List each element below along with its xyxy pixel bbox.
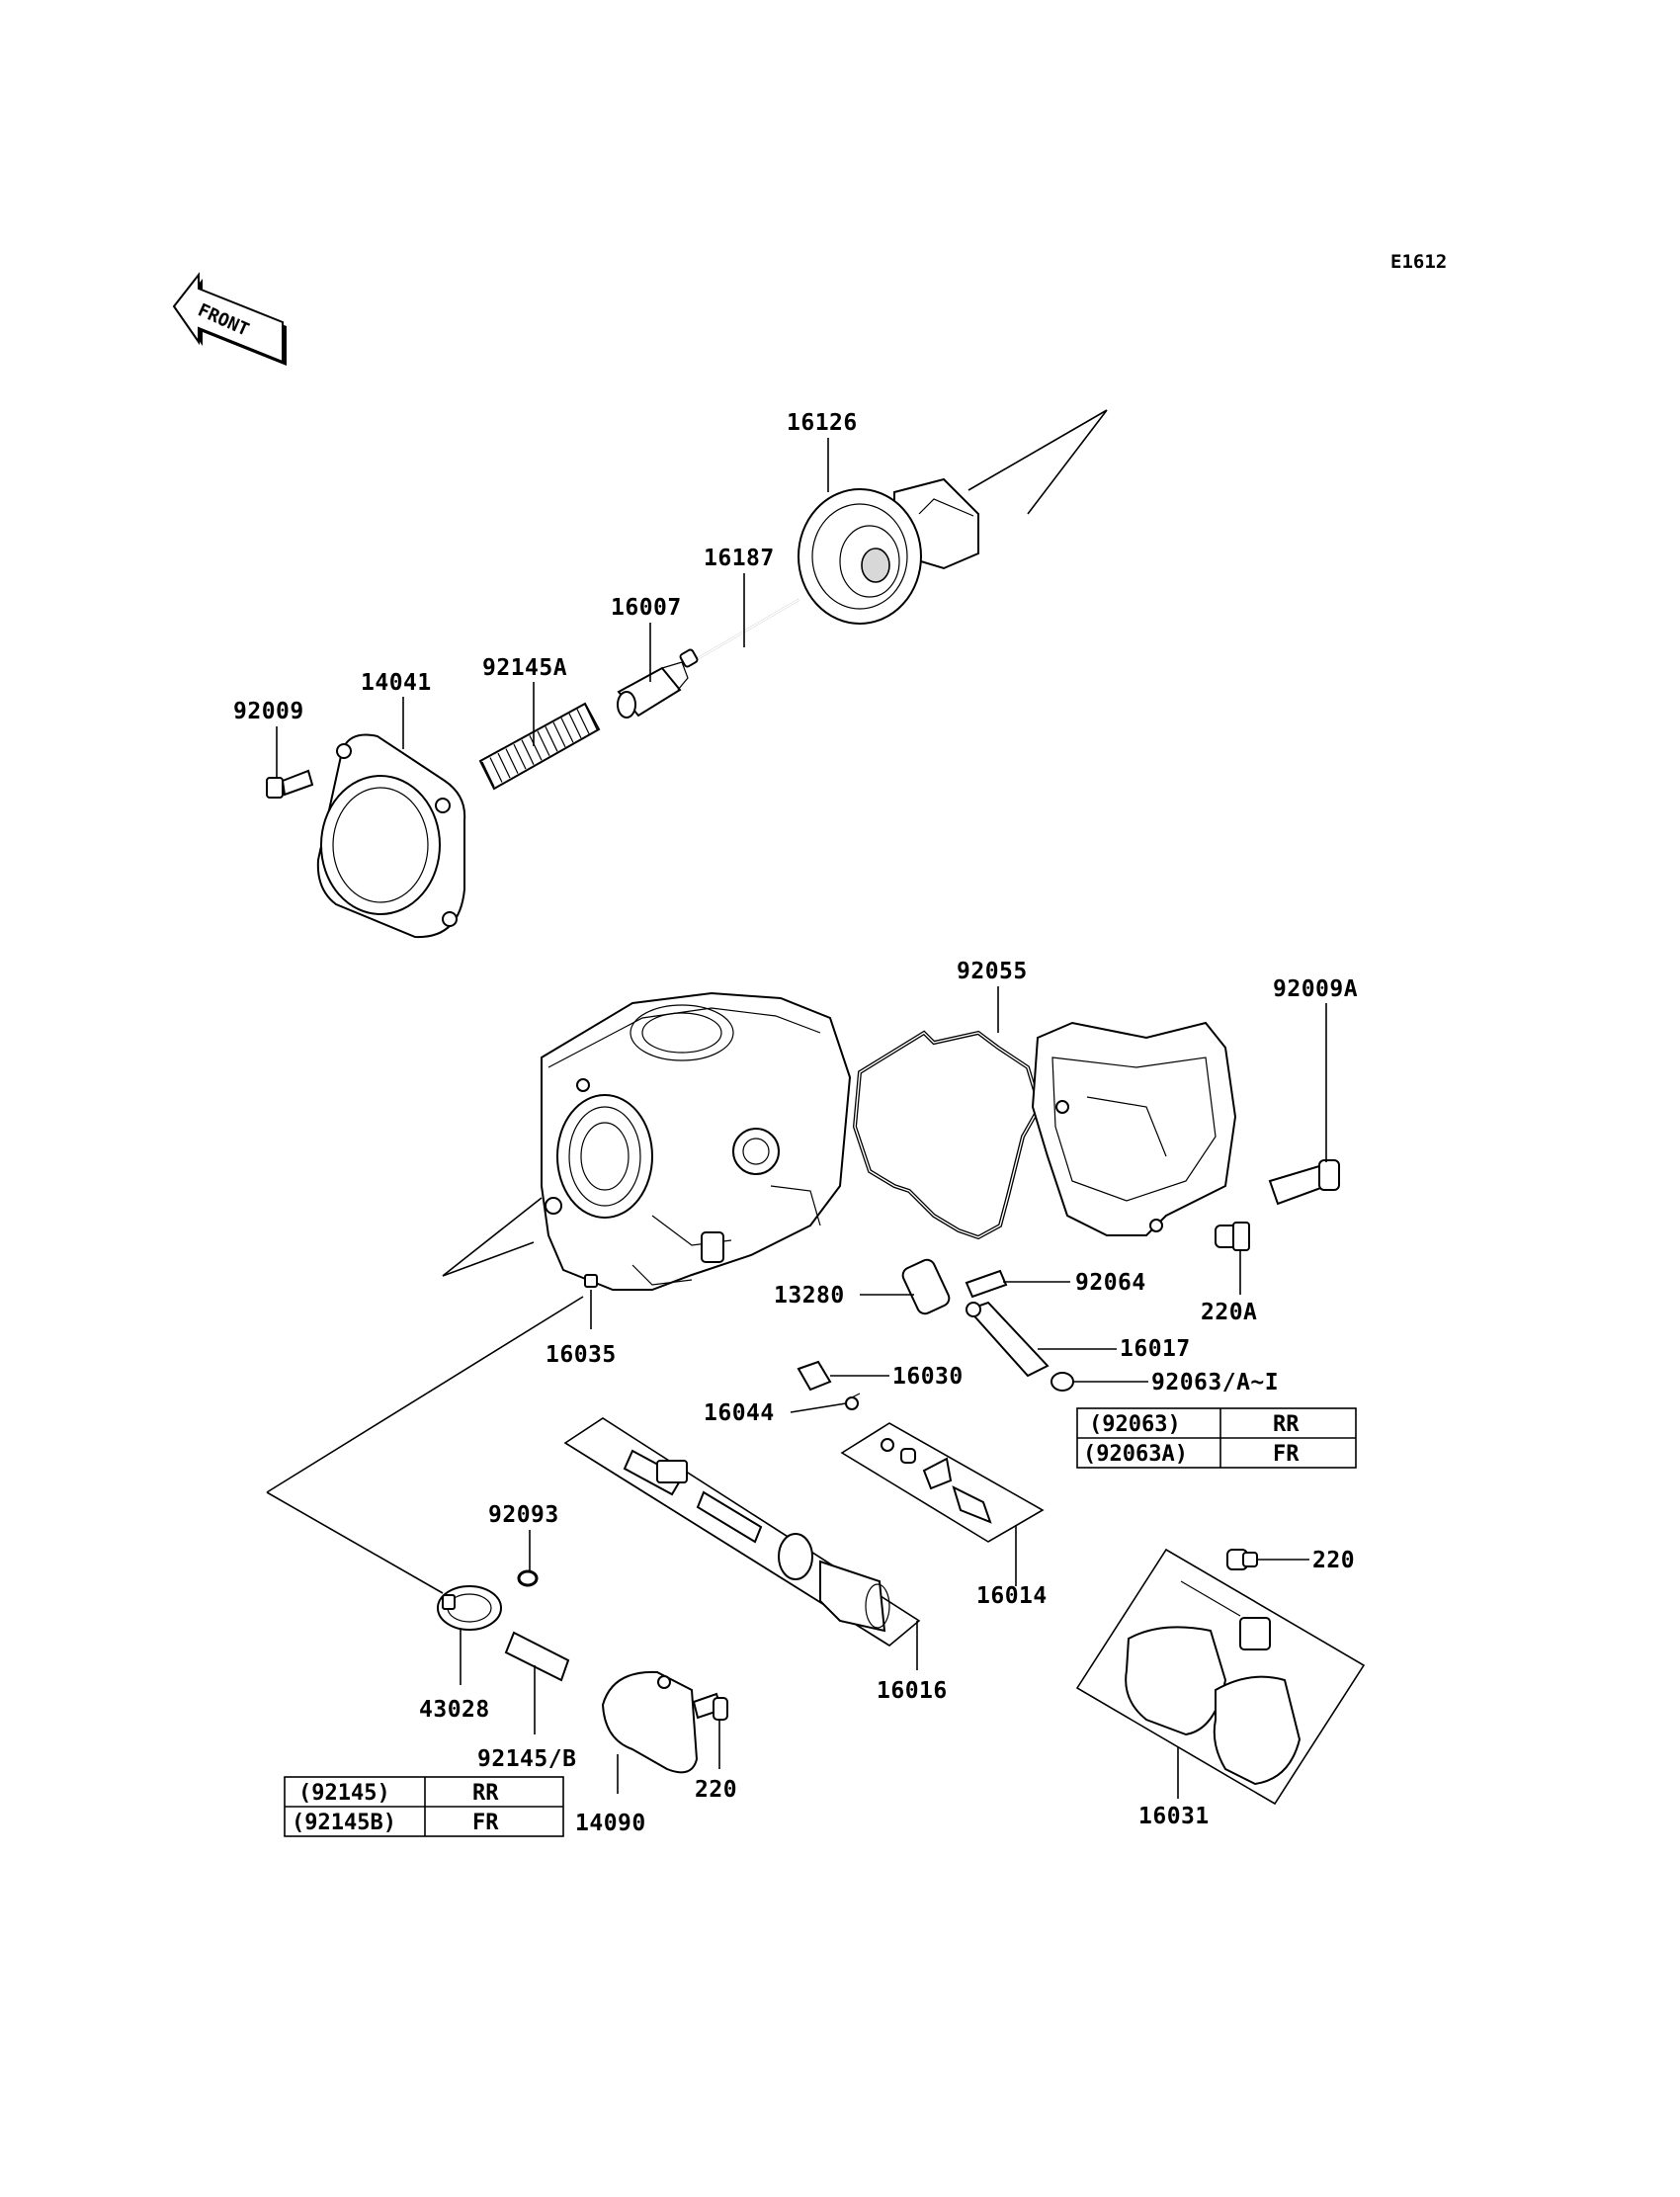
label-16035: 16035 bbox=[546, 1342, 617, 1368]
label-92009: 92009 bbox=[233, 699, 304, 724]
label-16007: 16007 bbox=[611, 595, 682, 621]
table-92145-row2-part: (92145B) bbox=[292, 1811, 396, 1835]
label-16030: 16030 bbox=[892, 1364, 964, 1390]
front-arrow-icon: FRONT bbox=[172, 272, 287, 366]
label-92145A: 92145A bbox=[482, 655, 567, 681]
part-220-right-icon bbox=[1226, 1549, 1258, 1570]
label-92063: 92063/A~I bbox=[1151, 1370, 1279, 1395]
label-13280: 13280 bbox=[774, 1283, 845, 1309]
label-16126: 16126 bbox=[787, 410, 858, 436]
leader-lines bbox=[276, 438, 1327, 1794]
table-92063-row1-position: RR bbox=[1273, 1412, 1300, 1437]
label-16031: 16031 bbox=[1138, 1804, 1210, 1829]
table-92145-row1-part: (92145) bbox=[298, 1781, 390, 1806]
carburetor-body-icon bbox=[442, 991, 852, 1291]
float-bowl-icon bbox=[1031, 1021, 1237, 1236]
label-16017: 16017 bbox=[1120, 1336, 1191, 1362]
part-16017-icon bbox=[966, 1301, 1050, 1378]
part-92055-icon bbox=[852, 1030, 1043, 1240]
part-92145A-icon bbox=[478, 702, 601, 791]
part-16014-group-icon bbox=[840, 1422, 1045, 1586]
table-92063: (92063) RR (92063A) FR bbox=[1076, 1407, 1357, 1469]
label-92145B: 92145/B bbox=[477, 1746, 576, 1772]
part-92009A-icon bbox=[1268, 1159, 1340, 1206]
label-92055: 92055 bbox=[957, 959, 1028, 984]
part-16016-group-icon bbox=[563, 1417, 921, 1670]
table-92145-row1-position: RR bbox=[472, 1781, 499, 1806]
label-92093: 92093 bbox=[488, 1502, 559, 1528]
part-14041-icon bbox=[316, 733, 466, 939]
part-16126-icon bbox=[798, 409, 1108, 625]
part-220-bottom-icon bbox=[692, 1692, 728, 1721]
table-92145: (92145) RR (92145B) FR bbox=[284, 1776, 564, 1837]
part-16187-icon bbox=[679, 599, 799, 668]
part-92093-icon bbox=[517, 1569, 539, 1587]
label-43028: 43028 bbox=[419, 1697, 490, 1723]
part-16035-icon bbox=[584, 1274, 598, 1288]
label-16014: 16014 bbox=[976, 1583, 1048, 1609]
label-16044: 16044 bbox=[704, 1400, 775, 1426]
label-220A: 220A bbox=[1201, 1300, 1257, 1325]
part-13280-icon bbox=[901, 1258, 951, 1315]
part-14090-icon bbox=[601, 1670, 699, 1774]
part-16031-group-icon bbox=[1075, 1548, 1366, 1806]
label-220-right: 220 bbox=[1312, 1548, 1355, 1573]
part-92064-icon bbox=[965, 1269, 1008, 1299]
label-14041: 14041 bbox=[361, 670, 432, 696]
table-92063-row2-part: (92063A) bbox=[1083, 1442, 1188, 1467]
part-43028-icon bbox=[266, 1296, 584, 1631]
label-14090: 14090 bbox=[575, 1811, 646, 1836]
table-92145-row2-position: FR bbox=[472, 1811, 499, 1835]
label-16016: 16016 bbox=[877, 1678, 948, 1704]
label-16187: 16187 bbox=[704, 546, 775, 571]
label-92064: 92064 bbox=[1075, 1270, 1146, 1296]
part-16007-icon bbox=[617, 661, 689, 718]
diagram-code: E1612 bbox=[1390, 251, 1447, 273]
part-92063-icon bbox=[1050, 1372, 1074, 1392]
table-92063-row2-position: FR bbox=[1273, 1442, 1300, 1467]
part-92009-icon bbox=[266, 769, 314, 799]
part-220A-icon bbox=[1215, 1222, 1250, 1251]
label-92009A: 92009A bbox=[1273, 976, 1358, 1002]
table-92063-row1-part: (92063) bbox=[1089, 1412, 1181, 1437]
part-16044-icon bbox=[845, 1393, 861, 1410]
part-92145B-icon bbox=[504, 1631, 570, 1682]
part-16030-icon bbox=[797, 1360, 832, 1392]
label-220-bottom: 220 bbox=[695, 1777, 737, 1803]
